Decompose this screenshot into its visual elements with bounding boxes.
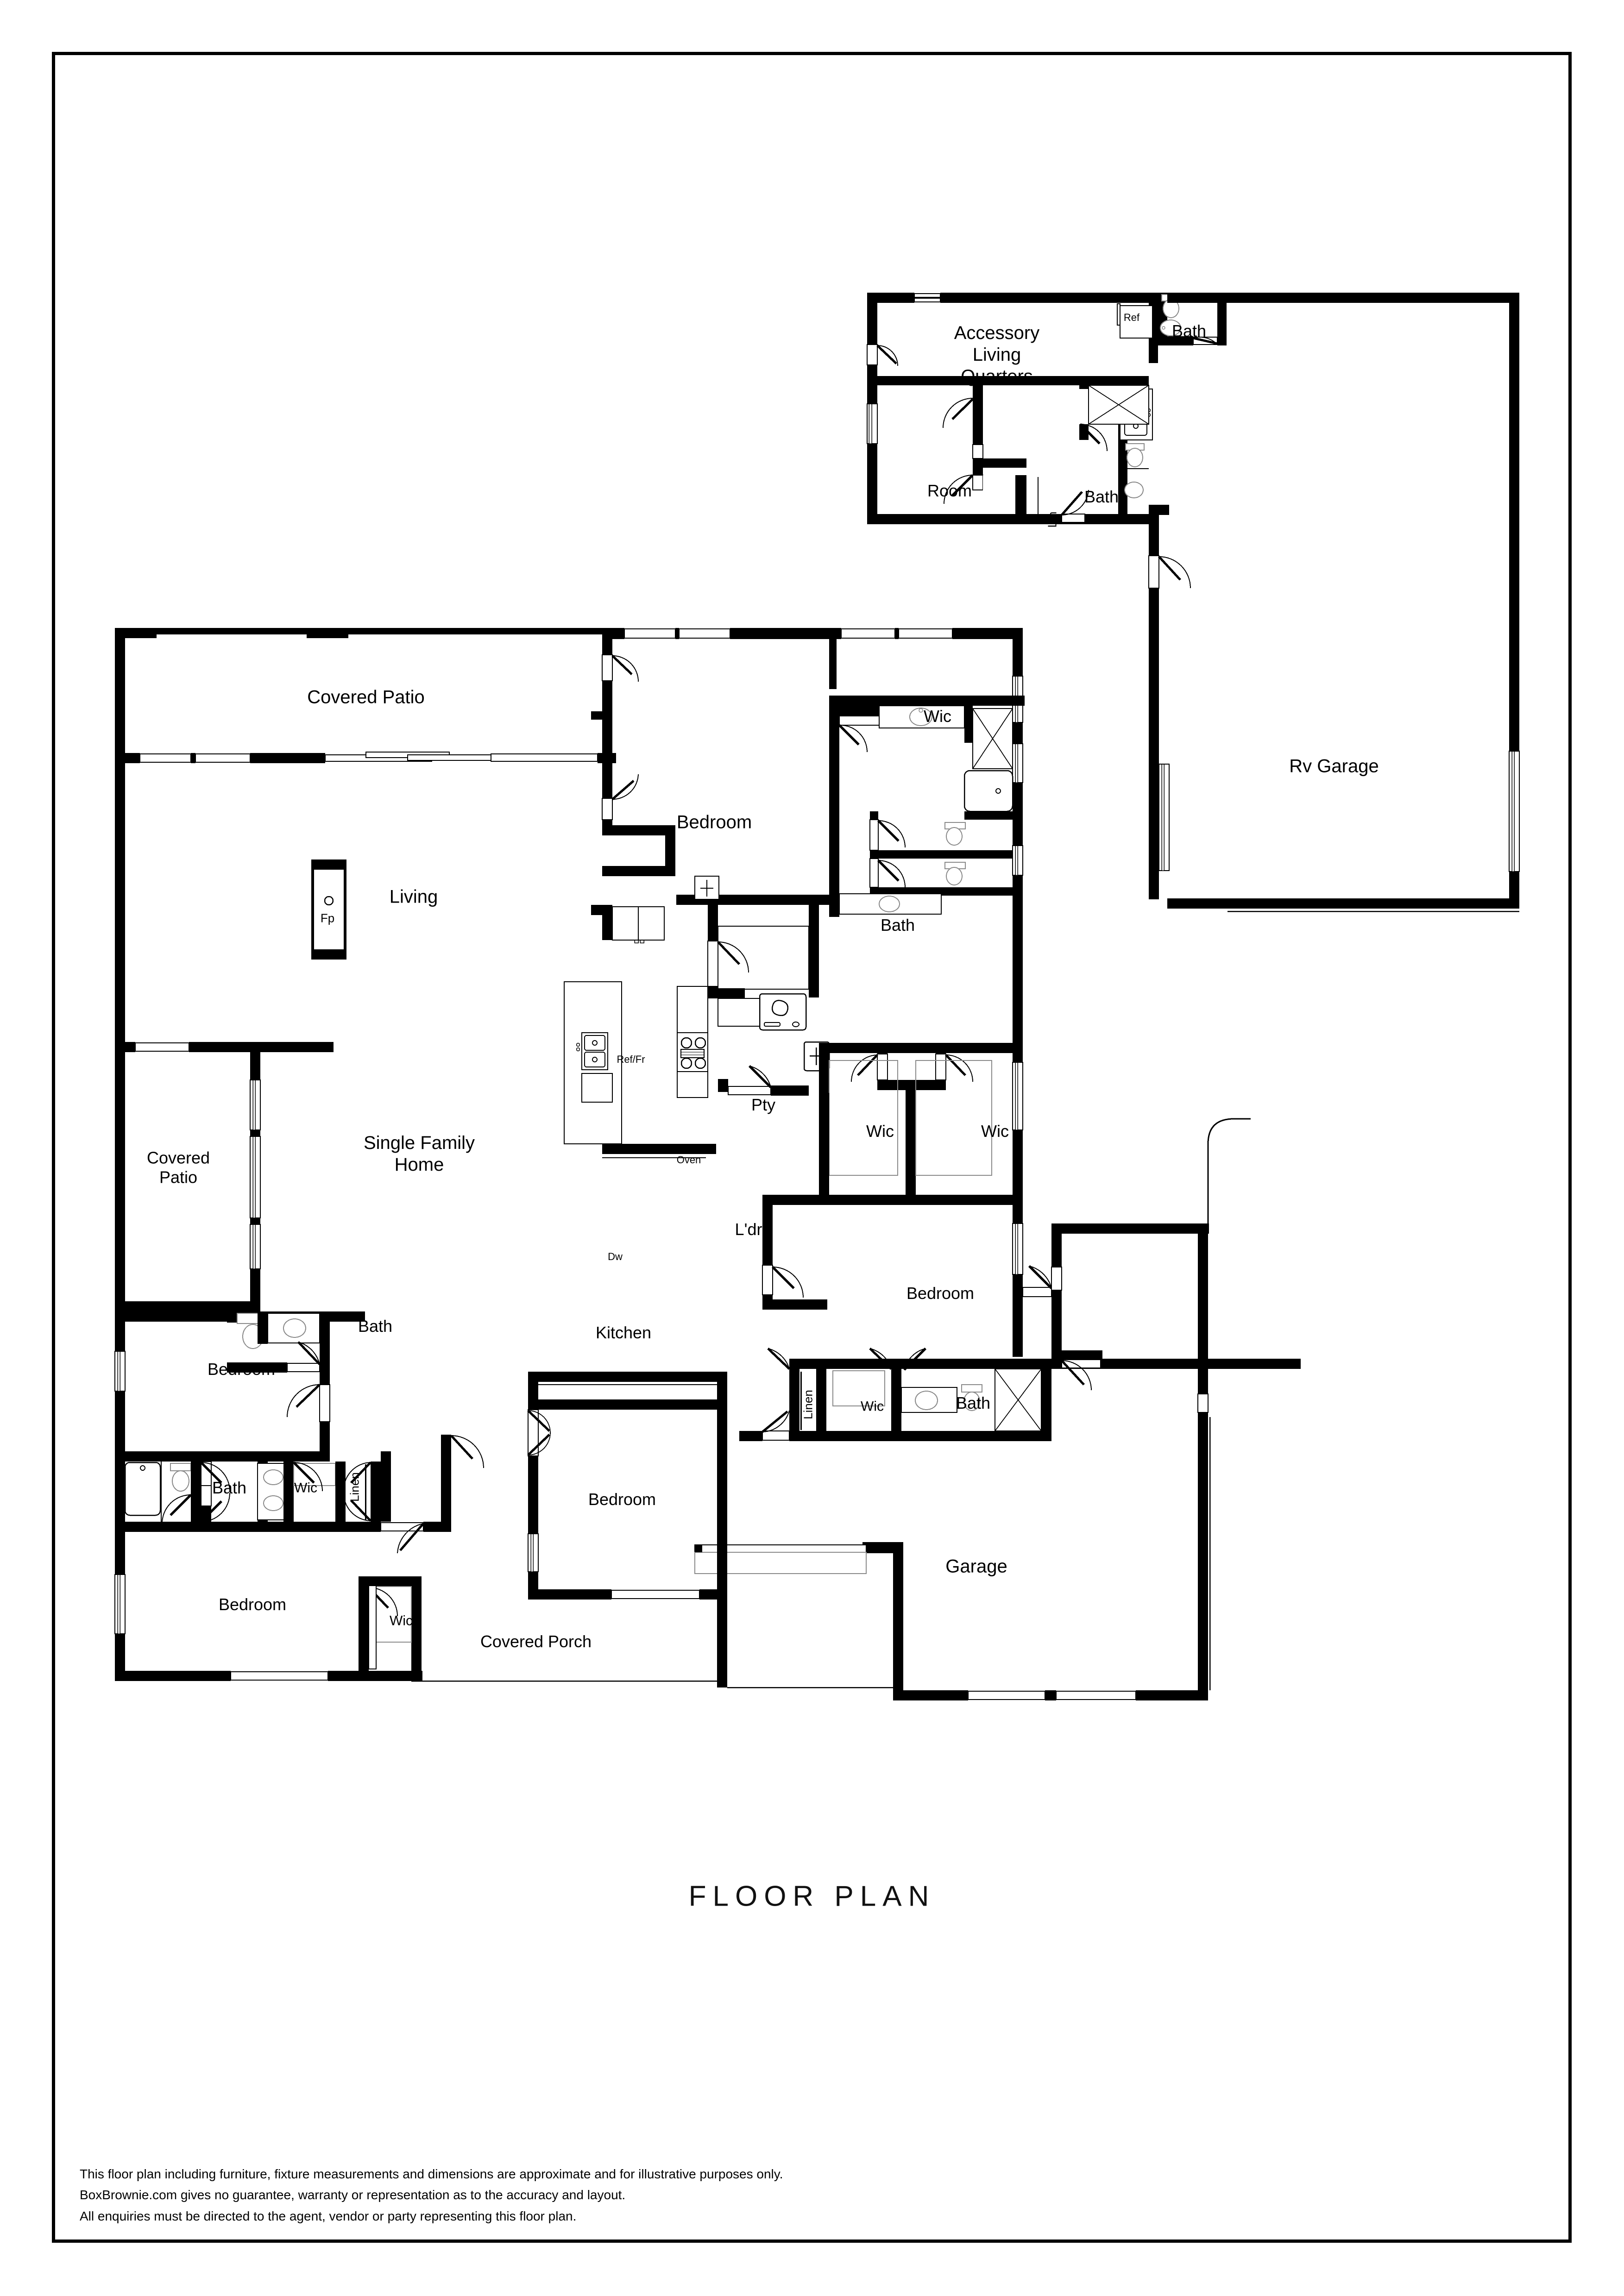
disclaimer-text: This floor plan including furniture, fix…: [80, 2164, 1284, 2227]
page-title: FLOOR PLAN: [688, 1880, 936, 1913]
disclaimer-line-2: BoxBrownie.com gives no guarantee, warra…: [80, 2188, 626, 2202]
disclaimer-line-3: All enquiries must be directed to the ag…: [80, 2208, 577, 2223]
disclaimer-line-1: This floor plan including furniture, fix…: [80, 2167, 783, 2181]
page-border: [52, 52, 1572, 2243]
walls-layer: [114, 293, 1520, 1700]
